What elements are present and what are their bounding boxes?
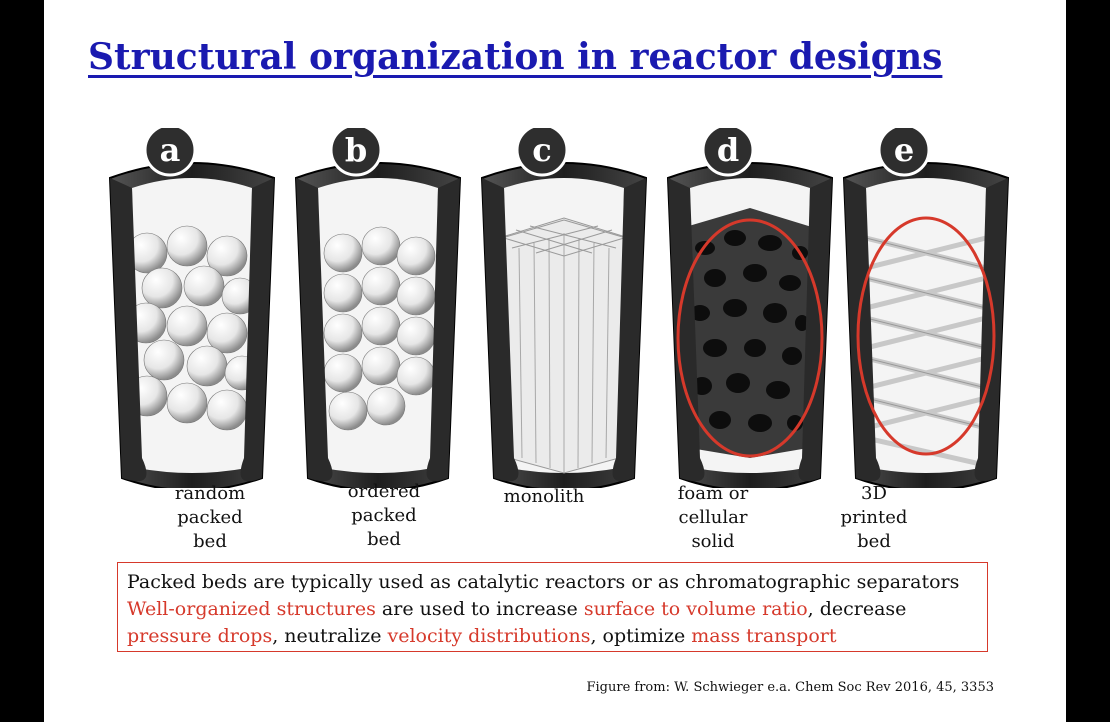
summary-line-2: Well-organized structures are used to in… — [127, 598, 907, 620]
tube-c-monolith: c — [480, 128, 648, 488]
figure-reference: Figure from: W. Schwieger e.a. Chem Soc … — [586, 680, 994, 695]
tube-letter: e — [894, 131, 914, 169]
tube-letter: c — [532, 131, 551, 169]
tube-letter: d — [717, 131, 739, 169]
tube-e-3d-printed: e — [842, 128, 1010, 488]
slide: Structural organization in reactor desig… — [44, 0, 1066, 722]
tube-letter: a — [160, 131, 181, 169]
tube-b-ordered-packed-bed: b — [294, 128, 462, 488]
tube-letter: b — [345, 131, 367, 169]
summary-box: Packed beds are typically used as cataly… — [117, 562, 988, 652]
tube-a-random-packed-bed: a — [108, 128, 276, 488]
tube-d-foam: d — [666, 128, 834, 488]
summary-line-3: pressure drops, neutralize velocity dist… — [127, 625, 837, 647]
caption-monolith: monolith — [503, 486, 585, 507]
summary-line-1: Packed beds are typically used as cataly… — [127, 571, 960, 593]
slide-title: Structural organization in reactor desig… — [88, 36, 943, 78]
